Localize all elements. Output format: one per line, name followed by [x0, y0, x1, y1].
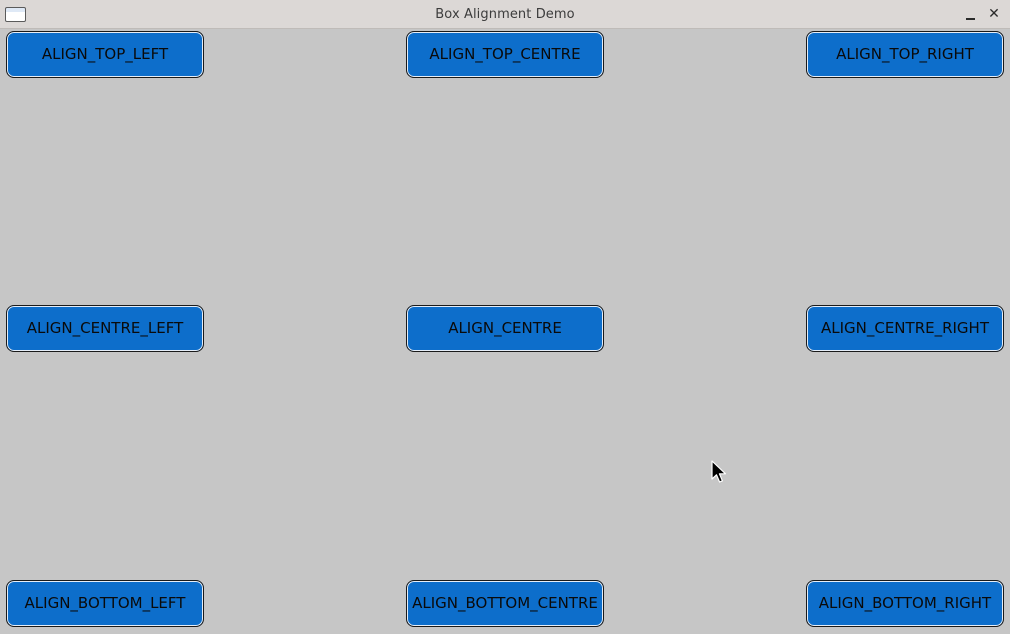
align-top-right-button[interactable]: ALIGN_TOP_RIGHT: [806, 31, 1004, 78]
align-top-left-button[interactable]: ALIGN_TOP_LEFT: [6, 31, 204, 78]
align-bottom-right-button[interactable]: ALIGN_BOTTOM_RIGHT: [806, 580, 1004, 627]
align-centre-button[interactable]: ALIGN_CENTRE: [406, 305, 604, 352]
mouse-pointer-icon: [711, 460, 727, 483]
minimize-button[interactable]: [962, 4, 980, 24]
align-bottom-centre-button[interactable]: ALIGN_BOTTOM_CENTRE: [406, 580, 604, 627]
align-centre-right-button[interactable]: ALIGN_CENTRE_RIGHT: [806, 305, 1004, 352]
window-title: Box Alignment Demo: [435, 7, 575, 22]
window-app-icon[interactable]: [5, 7, 26, 22]
align-bottom-left-button[interactable]: ALIGN_BOTTOM_LEFT: [6, 580, 204, 627]
window-titlebar[interactable]: Box Alignment Demo ✕: [0, 0, 1010, 29]
close-icon: ✕: [988, 6, 1000, 22]
minimize-icon: [966, 18, 975, 20]
align-top-centre-button[interactable]: ALIGN_TOP_CENTRE: [406, 31, 604, 78]
alignment-canvas: ALIGN_TOP_LEFT ALIGN_TOP_CENTRE ALIGN_TO…: [3, 29, 1007, 630]
close-button[interactable]: ✕: [985, 4, 1003, 24]
align-centre-left-button[interactable]: ALIGN_CENTRE_LEFT: [6, 305, 204, 352]
